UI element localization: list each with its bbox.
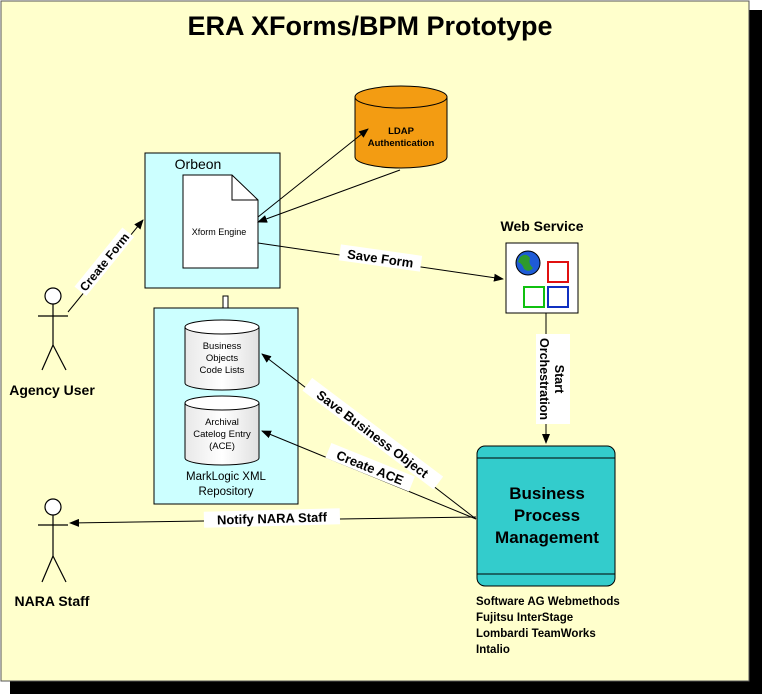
marklogic-label-1: MarkLogic XML [186, 471, 266, 483]
ace-label-1: Archival [205, 417, 239, 428]
xform-engine-document [182, 174, 259, 269]
bpm-label-2: Process [514, 506, 580, 525]
xform-engine-label: Xform Engine [192, 227, 247, 237]
ldap-label-2: Authentication [368, 138, 435, 149]
bpm-label-3: Management [495, 528, 599, 547]
ldap-database-icon [354, 85, 448, 169]
red-square-icon [547, 261, 569, 283]
blue-square-icon [547, 286, 569, 308]
bpm-vendor: Software AG Webmethods [476, 596, 620, 608]
ace-label-2: Catelog Entry [193, 429, 251, 440]
start-orchestration-label-group: Start Orchestration [536, 334, 570, 424]
bpm-box [476, 445, 616, 587]
ace-label-3: (ACE) [209, 441, 235, 452]
agency-user-label: Agency User [9, 382, 95, 398]
notify-nara-staff-label-group: Notify NARA Staff [203, 508, 341, 528]
nara-staff-label: NARA Staff [15, 593, 90, 609]
orbeon-label: Orbeon [175, 156, 222, 172]
agency-user-actor-icon [38, 287, 68, 371]
bpm-label-1: Business [509, 484, 585, 503]
start-orchestration-label-1: Start [552, 365, 566, 394]
business-objects-database-icon [184, 319, 260, 391]
ldap-request-arrow [257, 128, 369, 218]
orbeon-marklogic-connector [222, 295, 229, 309]
ace-database-icon [184, 395, 260, 466]
bpm-vendor: Lombardi TeamWorks [476, 628, 596, 640]
business-objects-label-3: Code Lists [200, 365, 245, 376]
business-objects-label-2: Objects [206, 353, 238, 364]
nara-staff-actor-icon [38, 498, 68, 583]
marklogic-label-2: Repository [199, 486, 254, 498]
ldap-label-1: LDAP [388, 126, 415, 137]
green-square-icon [523, 286, 545, 308]
ldap-response-arrow [257, 169, 401, 223]
diagram-title: ERA XForms/BPM Prototype [187, 11, 552, 41]
web-service-label: Web Service [500, 218, 583, 234]
bpm-vendor: Fujitsu InterStage [476, 612, 573, 624]
notify-nara-staff-label: Notify NARA Staff [217, 510, 328, 528]
start-orchestration-label-2: Orchestration [537, 338, 551, 420]
bpm-vendor: Intalio [476, 644, 510, 656]
business-objects-label-1: Business [203, 341, 242, 352]
web-service-box [505, 242, 579, 314]
globe-icon [515, 250, 541, 276]
